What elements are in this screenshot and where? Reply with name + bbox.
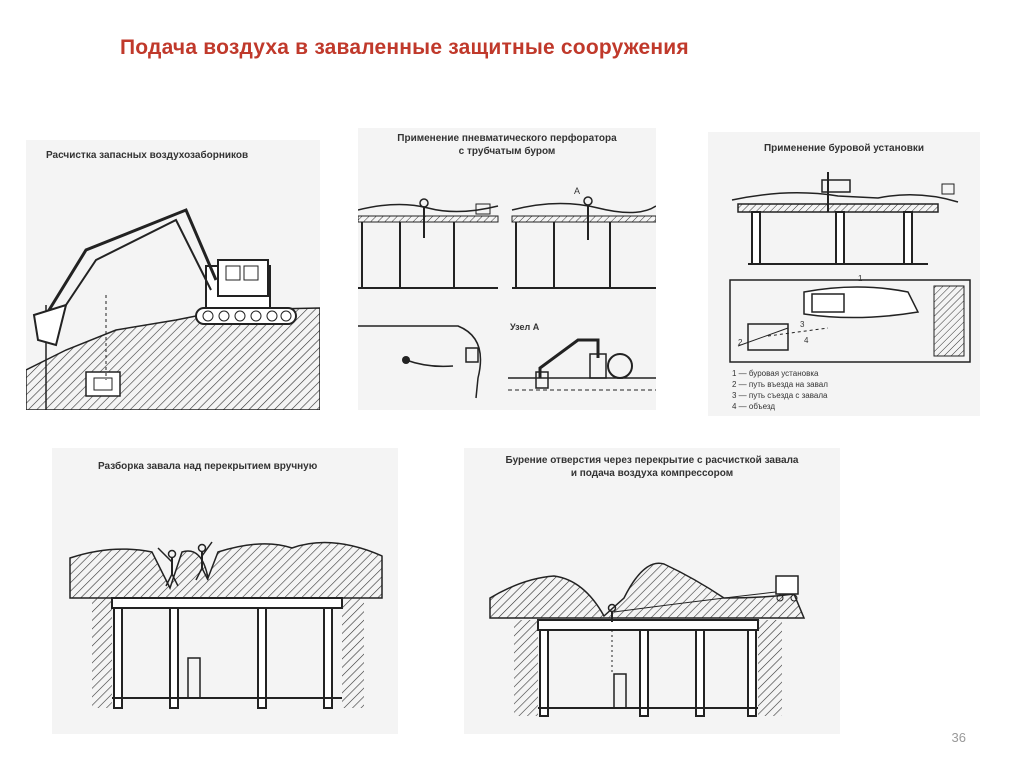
- panel-compressor: Бурение отверстия через перекрытие с рас…: [464, 448, 840, 734]
- panel-excavator: Расчистка запасных воздухозаборников: [26, 140, 320, 410]
- caption-perforator-line1: Применение пневматического перфоратора: [397, 133, 617, 144]
- slide-title: Подача воздуха в заваленные защитные соо…: [120, 36, 689, 59]
- legend-item-1: 1 — буровая установка: [732, 369, 819, 378]
- caption-drill-rig: Применение буровой установки: [763, 143, 925, 154]
- node-a-label: Узел А: [510, 322, 540, 332]
- panel-perforator: Применение пневматического перфоратора с…: [358, 128, 656, 410]
- legend-item-3: 3 — путь съезда с завала: [732, 391, 828, 400]
- caption-manual: Разборка завала над перекрытием вручную: [98, 461, 318, 472]
- excavator-illustration: [26, 208, 320, 410]
- drill-rig-legend: 1 — буровая установка 2 — путь въезда на…: [732, 368, 828, 412]
- perforator-illustration: [358, 196, 656, 399]
- marker-4: 4: [804, 336, 809, 345]
- drill-rig-illustration: [729, 172, 971, 363]
- marker-3: 3: [800, 320, 805, 329]
- legend-item-2: 2 — путь въезда на завал: [732, 380, 828, 389]
- marker-1: 1: [858, 274, 863, 283]
- mark-a-label: А: [574, 186, 581, 196]
- marker-2: 2: [738, 338, 743, 347]
- page-number: 36: [951, 730, 966, 745]
- legend-item-4: 4 — объезд: [732, 402, 776, 411]
- caption-compressor-line1: Бурение отверстия через перекрытие с рас…: [505, 455, 799, 466]
- caption-perforator-line2: с трубчатым буром: [458, 146, 556, 157]
- compressor-illustration: [489, 562, 806, 717]
- caption-excavator: Расчистка запасных воздухозаборников: [46, 150, 249, 161]
- panel-manual: Разборка завала над перекрытием вручную: [52, 448, 398, 734]
- caption-compressor-line2: и подача воздуха компрессором: [570, 468, 734, 479]
- panel-drill-rig: Применение буровой установки 1 2 3 4 1 —…: [708, 132, 980, 416]
- manual-illustration: [69, 541, 383, 709]
